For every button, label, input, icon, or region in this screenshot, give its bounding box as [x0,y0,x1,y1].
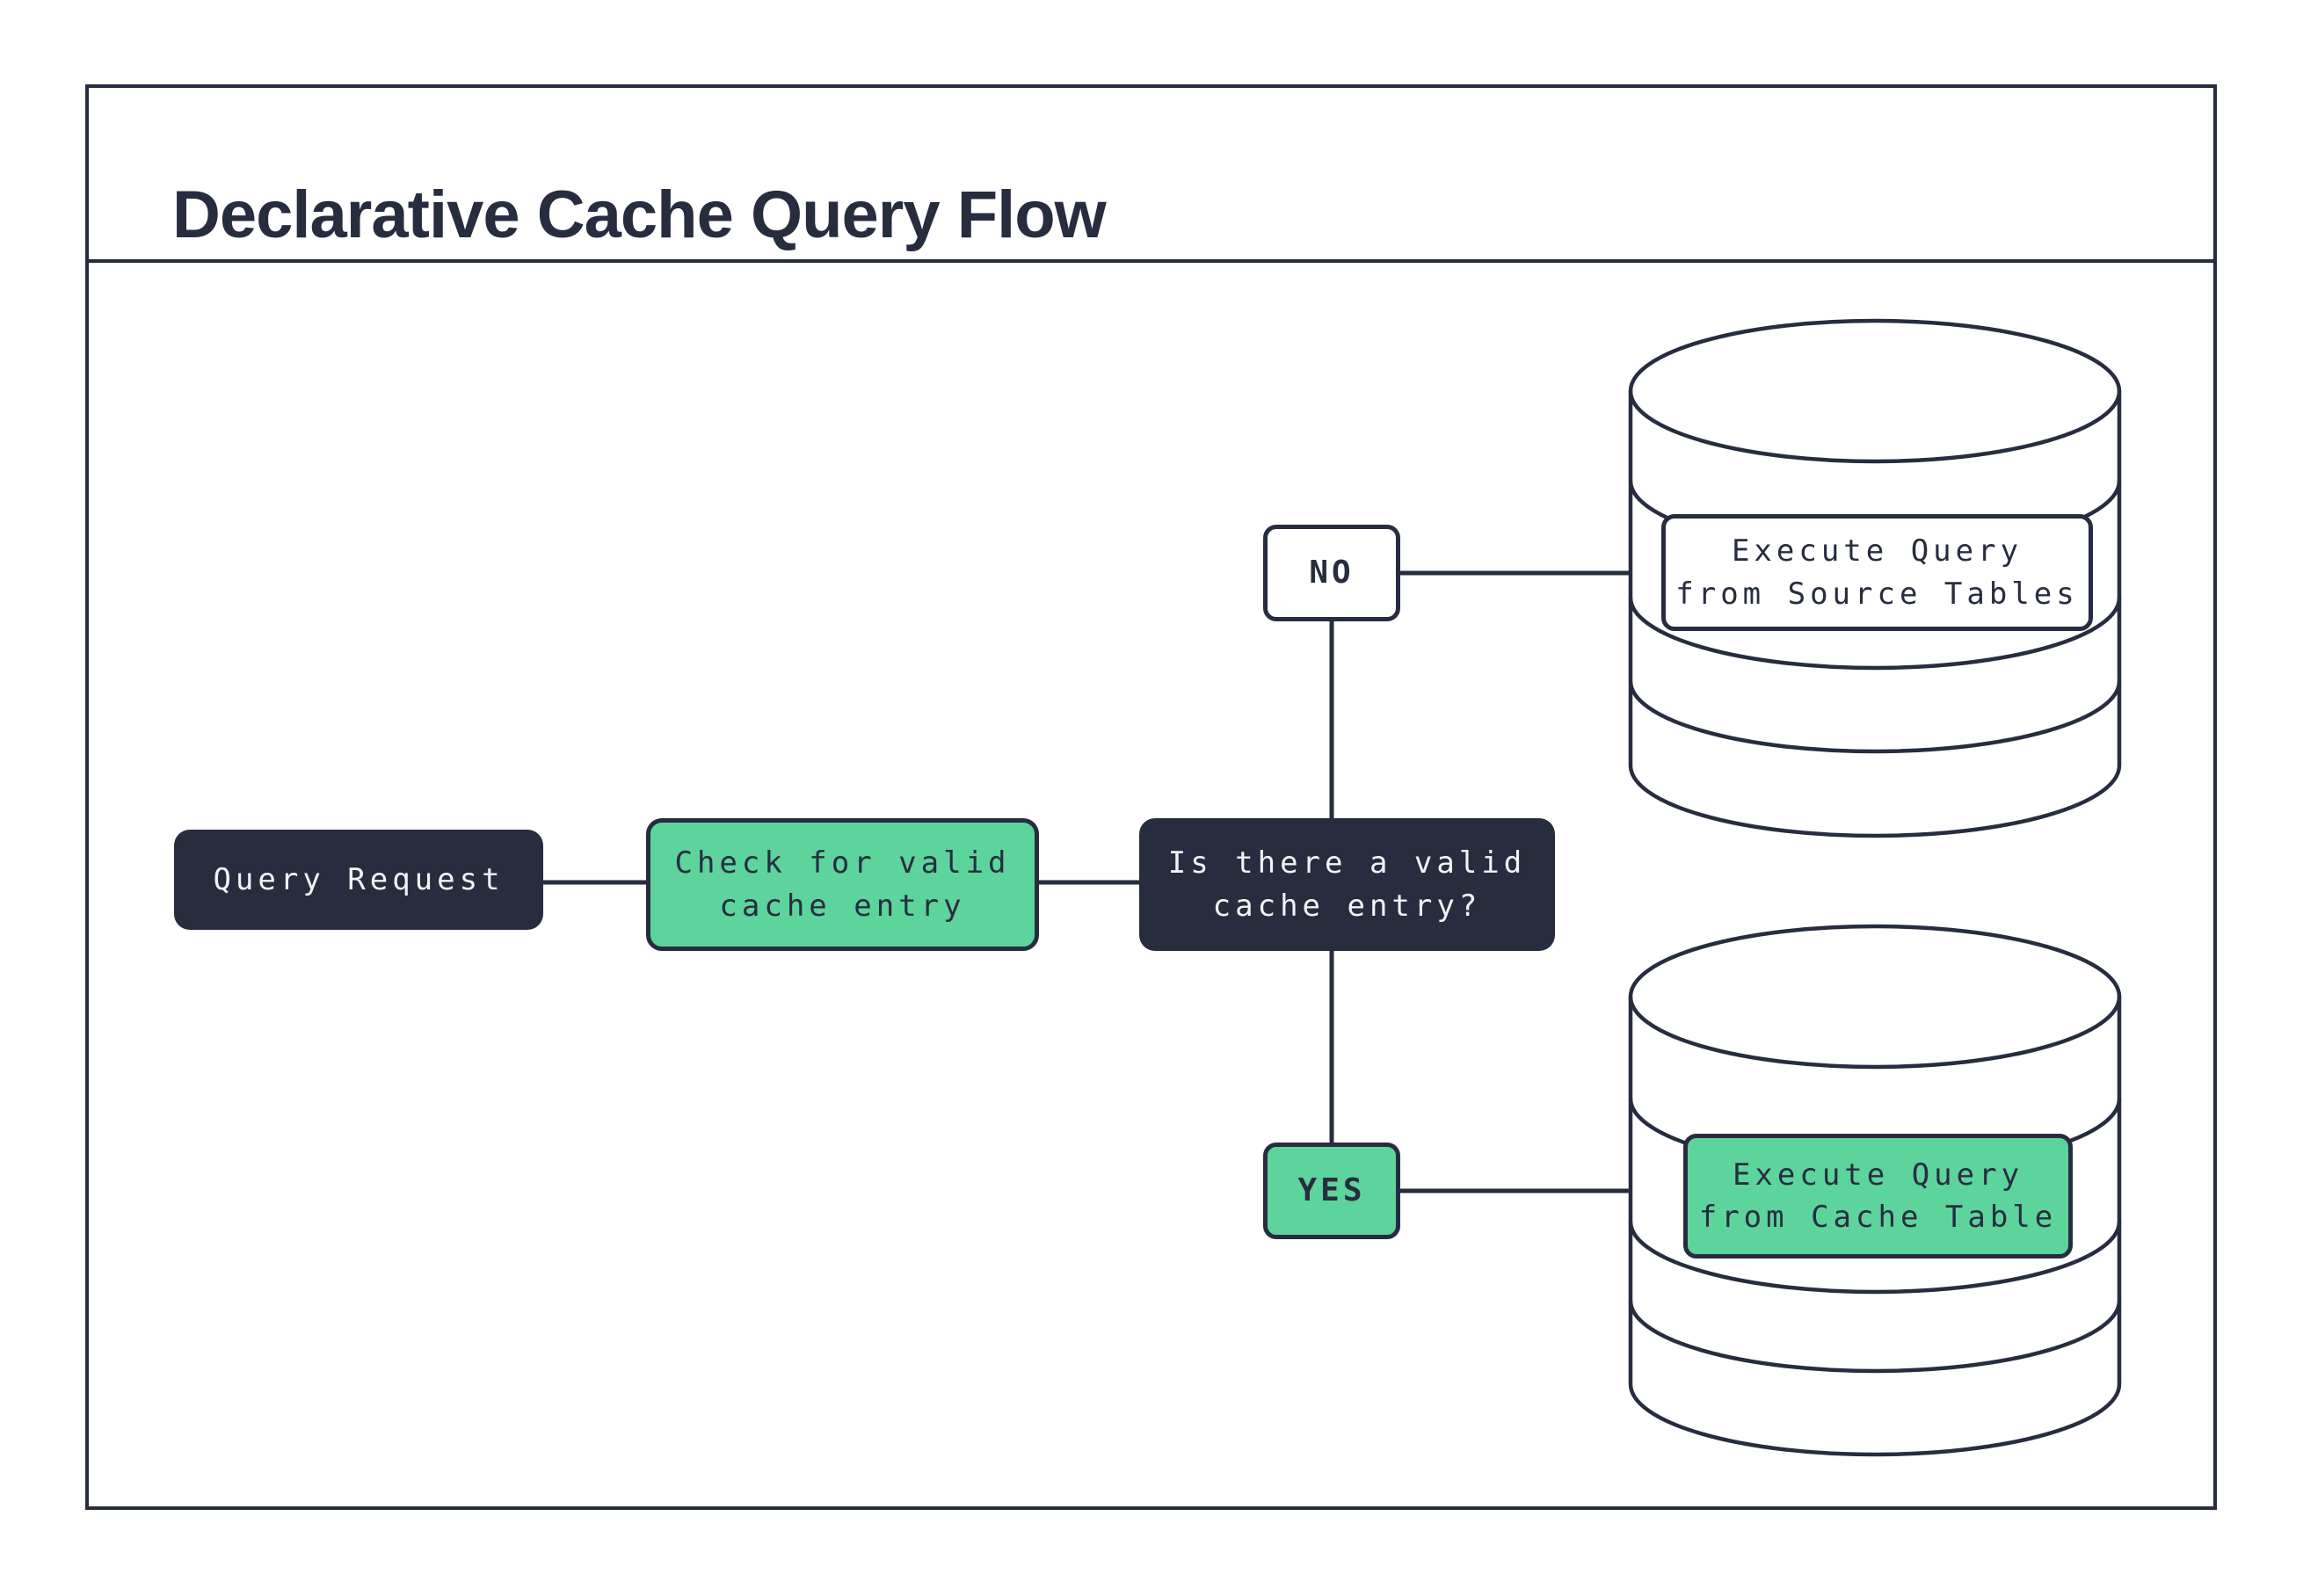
node-branch-no-label: NO [1309,555,1355,591]
node-branch-yes: YES [1263,1143,1400,1239]
title-divider [85,259,2217,263]
node-check-cache: Check for valid cache entry [646,818,1039,951]
node-branch-no: NO [1263,525,1400,621]
node-execute-cache-table: Execute Query from Cache Table [1683,1134,2073,1259]
node-check-cache-label: Check for valid cache entry [674,845,1011,924]
node-query-request-label: Query Request [213,861,505,897]
node-query-request: Query Request [174,830,543,930]
node-execute-source-tables-label: Execute Query from Source Tables [1675,533,2079,612]
node-execute-source-tables: Execute Query from Source Tables [1661,514,2093,631]
node-decision-valid-cache: Is there a valid cache entry? [1139,818,1555,951]
node-decision-valid-cache-label: Is there a valid cache entry? [1167,845,1527,924]
page-title: Declarative Cache Query Flow [172,177,1107,252]
diagram-frame [85,84,2217,1510]
node-execute-cache-table-label: Execute Query from Cache Table [1698,1157,2058,1235]
node-branch-yes-label: YES [1297,1172,1366,1209]
